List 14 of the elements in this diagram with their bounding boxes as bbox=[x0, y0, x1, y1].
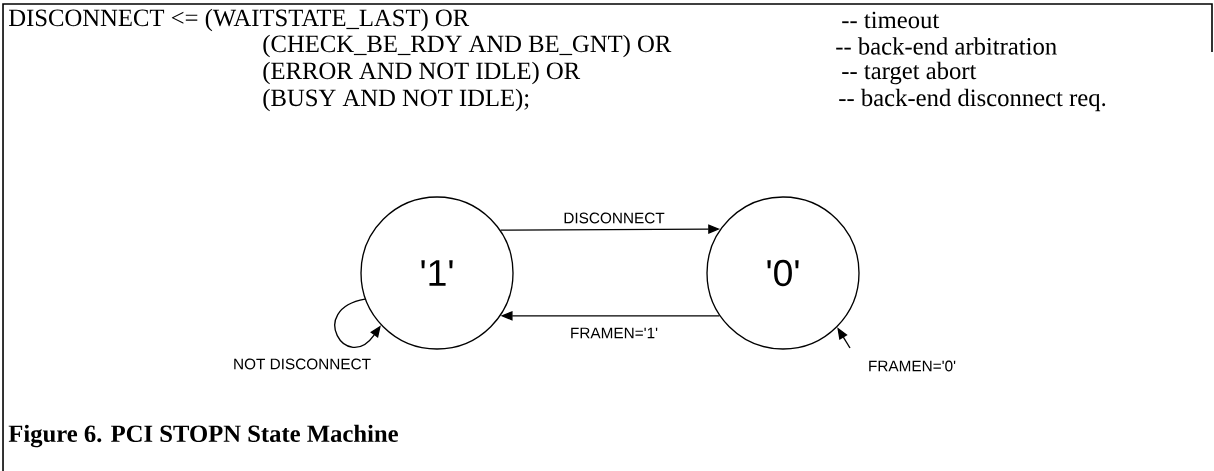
code-line: (BUSY AND NOT IDLE); bbox=[263, 88, 529, 112]
code-comment: -- target abort bbox=[842, 61, 977, 85]
code-comment: -- back-end arbitration bbox=[836, 37, 1057, 55]
edge-label: FRAMEN='1' bbox=[571, 327, 658, 339]
edge-label: FRAMEN='0' bbox=[869, 360, 956, 372]
code-comment: -- timeout bbox=[842, 11, 940, 29]
figure-caption: Figure 6. PCI STOPN State Machine bbox=[8, 424, 398, 448]
code-line: DISCONNECT <= (WAITSTATE_LAST) OR bbox=[9, 8, 470, 32]
code-comment: -- back-end disconnect req. bbox=[839, 88, 1106, 112]
edge-label: NOT DISCONNECT bbox=[234, 358, 371, 370]
arrow bbox=[334, 298, 381, 348]
code-line: (ERROR AND NOT IDLE) OR bbox=[263, 61, 581, 85]
code-line: (CHECK_BE_RDY AND BE_GNT) OR bbox=[263, 34, 672, 58]
edge-label: DISCONNECT bbox=[564, 212, 665, 224]
